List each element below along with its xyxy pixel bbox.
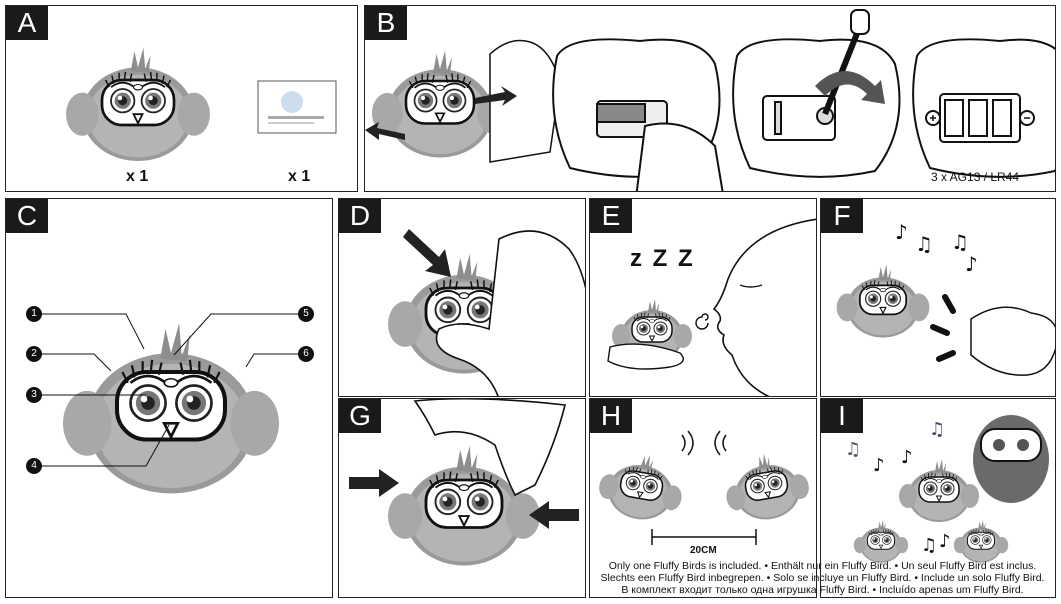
battery-spec: 3 x AG13 / LR44 [931,170,1019,184]
quantity-manual: x 1 [288,168,310,186]
panel-e: E z Z Z [589,198,817,397]
panel-c: C 1 2 3 4 5 6 [5,198,333,598]
open-bird-illustration [372,50,508,157]
panel-d: D [338,198,586,397]
clap-illustration: ♪♫♫♪ [821,199,1056,397]
clap-lines-icon [933,297,953,359]
footnote-line-2: Slechts een Fluffy Bird inbegrepen. • So… [589,572,1056,584]
callout-4: 4 [26,458,42,474]
press-head-illustration [339,199,586,397]
panel-g: G [338,398,586,598]
panel-b: B [364,5,1056,192]
sound-waves-icon [682,431,726,455]
callout-3: 3 [26,387,42,403]
bird-parts-diagram [6,199,333,598]
distance-label: 20CM [690,545,717,556]
footnote-line-1: Only one Fluffy Birds is included. • Ent… [589,560,1056,572]
svg-text:♪: ♪ [939,531,951,552]
footnote-line-3: В комплект входит только одна игрушка Fl… [589,584,1056,596]
battery-compartment-illustration [913,39,1056,177]
music-notes-icon: ♪♫♫♪ [895,220,978,276]
callout-6: 6 [298,346,314,362]
svg-text:♪: ♪ [965,252,978,276]
panel-a: A x 1 x 1 [5,5,358,192]
quantity-bird: x 1 [126,168,148,186]
distance-marker [652,529,756,545]
battery-cover-illustration [553,39,725,192]
callout-5: 5 [298,306,314,322]
panel-f: F ♪♫♫♪ [820,198,1056,397]
battery-steps-illustration [365,6,1056,192]
svg-text:♪: ♪ [873,455,885,476]
arrow-right-icon [349,469,399,497]
svg-text:♪: ♪ [895,220,908,244]
callout-1: 1 [26,306,42,322]
svg-text:♫: ♫ [915,232,933,256]
arrow-down-icon [403,229,451,277]
blow-illustration [590,199,817,397]
svg-text:♫: ♫ [951,230,969,254]
bird-illustration [6,6,358,192]
svg-text:♫: ♫ [845,439,861,460]
svg-text:♫: ♫ [921,535,937,556]
squeeze-illustration [339,399,586,598]
svg-text:♪: ♪ [901,447,913,468]
svg-text:♫: ♫ [929,419,945,440]
swirl-icon [696,314,708,329]
manual-illustration [258,81,336,133]
callout-2: 2 [26,346,42,362]
